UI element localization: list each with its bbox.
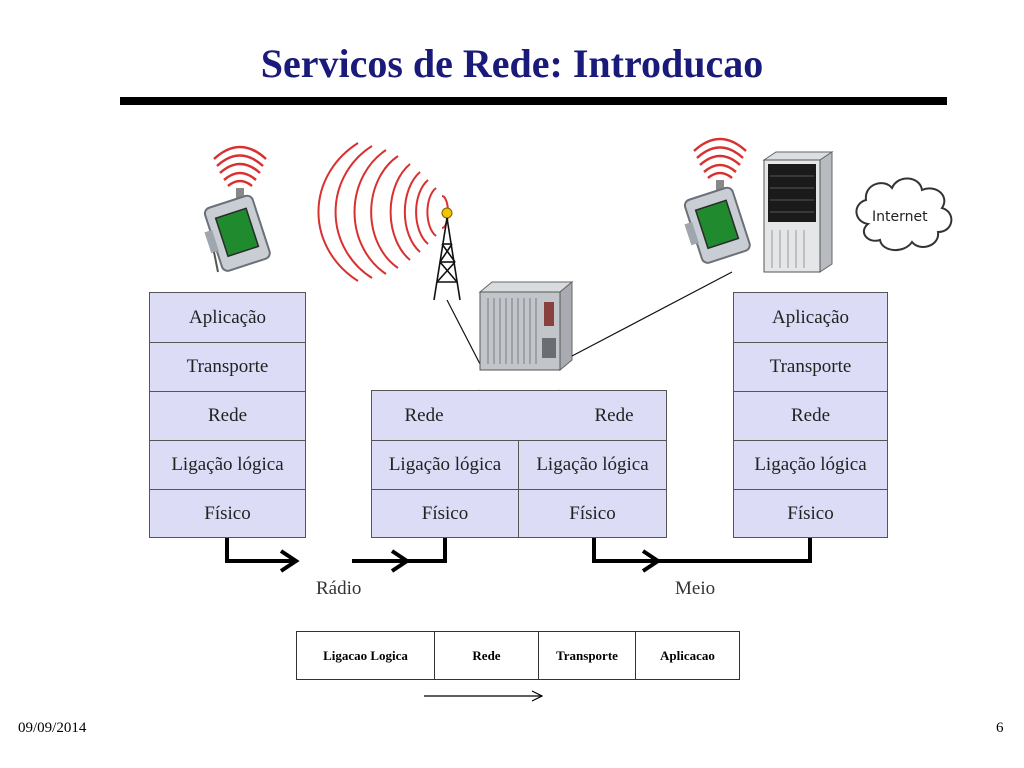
radio-link-connector — [225, 538, 447, 573]
left-protocol-stack: Aplicação Transporte Rede Ligação lógica… — [149, 292, 306, 538]
router-rack-icon — [478, 271, 733, 372]
internet-label: Internet — [872, 209, 928, 225]
router-network-right: Rede — [594, 404, 634, 426]
medium-link-connector — [592, 538, 812, 573]
right-layer-transport: Transporte — [734, 342, 887, 391]
title-divider — [120, 97, 947, 105]
left-layer-network: Rede — [150, 391, 305, 440]
slide-date: 09/09/2014 — [18, 720, 87, 736]
radio-link-label: Rádio — [316, 578, 362, 599]
page-title: Servicos de Rede: Introducao — [260, 41, 764, 86]
router-link-right: Ligação lógica — [519, 440, 666, 489]
frame-field-network: Rede — [434, 632, 538, 679]
right-layer-application: Aplicação — [771, 306, 849, 328]
frame-field-link: Ligacao Logica — [323, 647, 408, 663]
left-layer-physical: Físico — [150, 489, 305, 537]
right-layer-physical: Físico — [734, 489, 887, 537]
router-physical-right: Físico — [519, 489, 666, 537]
radio-tower-icon — [317, 142, 481, 365]
right-layer-network: Rede — [734, 391, 887, 440]
router-network-left: Rede — [404, 404, 444, 426]
router-physical-left: Físico — [372, 489, 519, 537]
left-wireless-handheld-icon — [203, 145, 271, 273]
medium-link-label: Meio — [675, 578, 716, 599]
left-layer-link: Ligação lógica — [150, 440, 305, 489]
frame-field-transport: Transporte — [538, 632, 635, 679]
right-layer-link: Ligação lógica — [734, 440, 887, 489]
internet-cloud-icon — [855, 177, 953, 251]
frame-field-application: Aplicacao — [635, 632, 739, 679]
frame-direction-arrow — [424, 690, 544, 702]
right-wireless-handheld-icon — [683, 137, 751, 264]
server-tower-icon — [762, 151, 834, 273]
slide-page-number: 6 — [996, 720, 1004, 736]
router-protocol-stack: Rede Rede Ligação lógica Ligação lógica … — [371, 390, 667, 538]
left-layer-application: Aplicação — [188, 306, 266, 328]
frame-encapsulation: Ligacao Logica Rede Transporte Aplicacao — [296, 631, 740, 680]
right-protocol-stack: Aplicação Transporte Rede Ligação lógica… — [733, 292, 888, 538]
router-link-left: Ligação lógica — [372, 440, 519, 489]
left-layer-transport: Transporte — [150, 342, 305, 391]
